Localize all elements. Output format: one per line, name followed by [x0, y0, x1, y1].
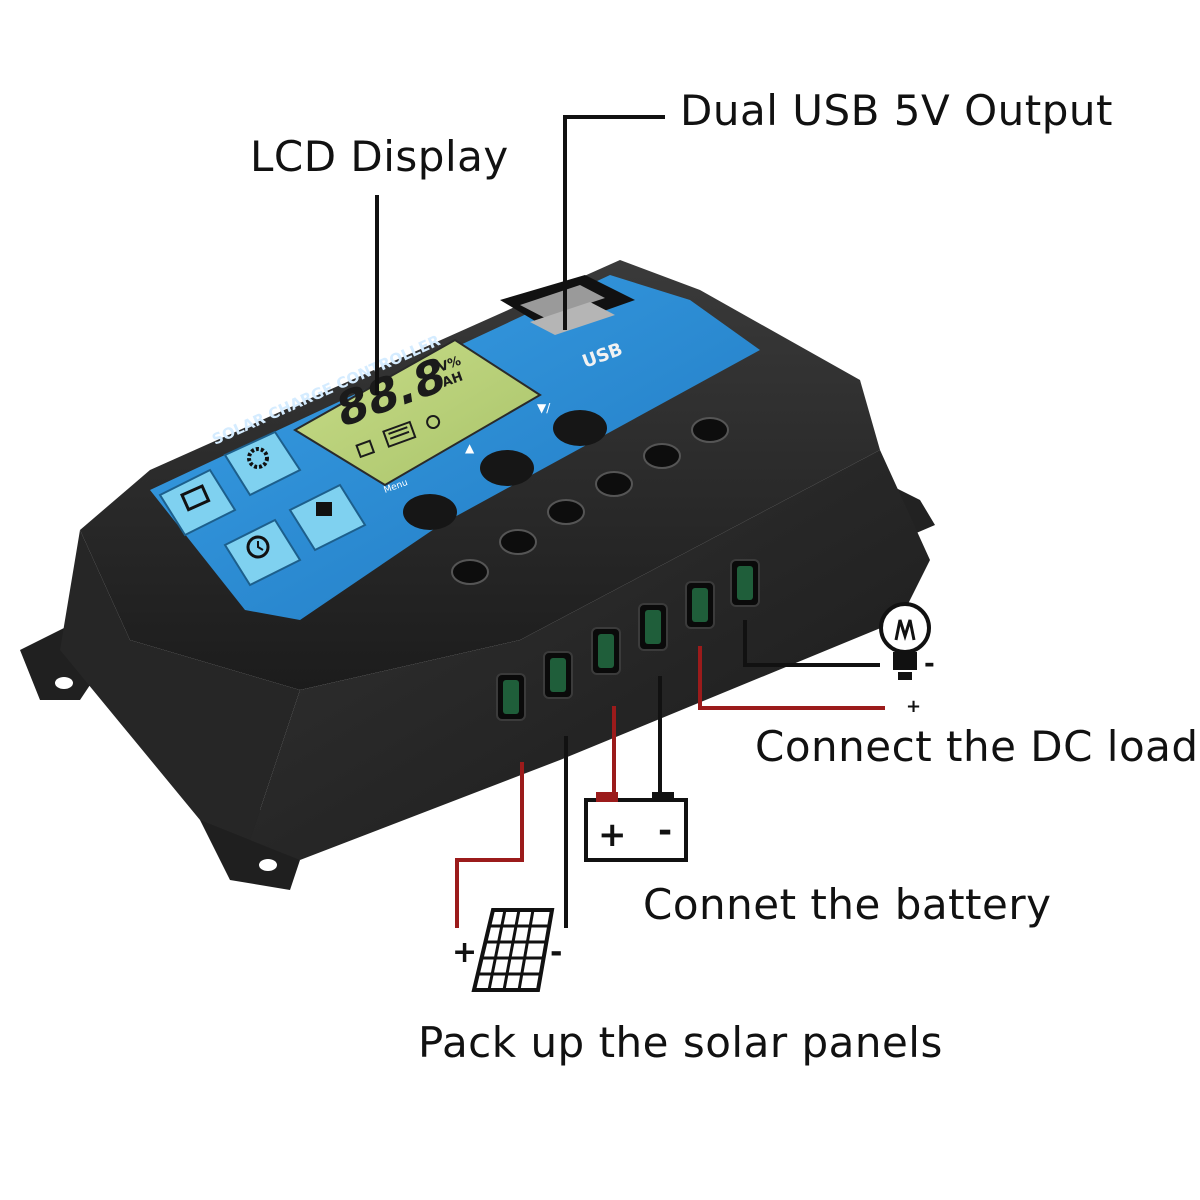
gear-icon — [247, 447, 269, 469]
blue-faceplate — [150, 275, 760, 620]
usb-leader-line — [563, 115, 665, 330]
load-negative-wire — [743, 620, 880, 667]
up-button[interactable] — [480, 450, 534, 486]
solar-panels-label: Pack up the solar panels — [418, 1018, 943, 1067]
device-left-side — [60, 530, 300, 840]
usb-output-label: Dual USB 5V Output — [680, 86, 1113, 135]
battery-label: Connet the battery — [643, 880, 1052, 929]
battery-minus-symbol: - — [658, 811, 672, 851]
icon-tile-set-voltage — [223, 430, 302, 497]
lock-icon — [316, 502, 332, 516]
load-positive-wire — [698, 646, 885, 710]
screw-holes — [451, 417, 729, 585]
lcd-status-icons — [355, 415, 441, 459]
solar-minus-symbol: - — [550, 935, 562, 970]
up-button-symbol: ▲ — [465, 441, 475, 455]
lcd-screen — [293, 338, 542, 487]
dc-load-label: Connect the DC load — [755, 722, 1199, 771]
down-button-symbol: ▼/ — [537, 401, 551, 415]
load-minus-symbol: - — [924, 649, 935, 679]
solar-plus-symbol: + — [452, 935, 477, 970]
icon-tile-full-protect — [288, 483, 367, 552]
device-front — [250, 450, 930, 860]
lcd-units-bottom: AH — [440, 369, 465, 390]
icon-tile-build-in-timer — [223, 518, 302, 587]
icon-tile-mos-control — [158, 468, 237, 537]
down-button[interactable] — [553, 410, 607, 446]
solar-panel-icon — [471, 908, 555, 992]
menu-button[interactable] — [403, 494, 457, 530]
battery-icon — [584, 792, 688, 862]
square-icon — [180, 484, 211, 512]
mounting-hole — [55, 677, 73, 689]
terminal-slots — [496, 559, 760, 721]
mounting-hole — [259, 859, 277, 871]
lcd-units-top: V% — [436, 354, 463, 376]
light-bulb-icon — [879, 602, 931, 680]
clock-icon — [246, 535, 270, 559]
solar-positive-wire — [455, 762, 524, 928]
load-plus-symbol: + — [906, 696, 921, 717]
battery-plus-symbol: + — [598, 815, 627, 855]
lcd-display-label: LCD Display — [250, 132, 509, 181]
